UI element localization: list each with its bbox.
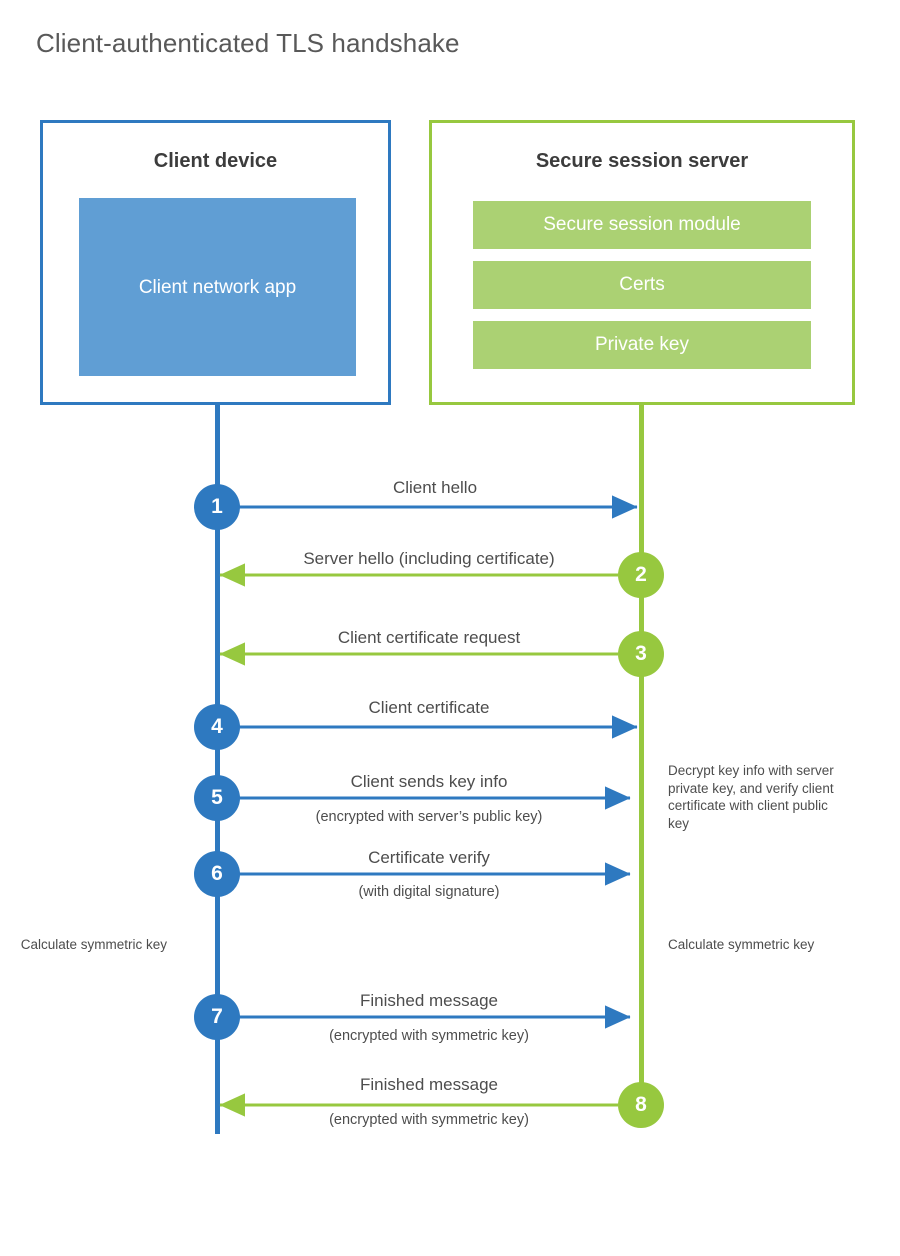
step-circle-7[interactable]: 7 (194, 994, 240, 1040)
server-module-list: Secure session module Certs Private key (473, 201, 811, 369)
message-label-4: Client certificate (368, 698, 490, 717)
step-circle-1[interactable]: 1 (194, 484, 240, 530)
message-label-2: Server hello (including certificate) (303, 549, 555, 568)
client-lifeline (215, 404, 220, 1134)
client-network-app-label: Client network app (138, 276, 297, 298)
secure-session-server-title: Secure session server (535, 150, 749, 172)
step-circle-6[interactable]: 6 (194, 851, 240, 897)
server-module-private-key: Private key (473, 321, 811, 369)
step-circle-4[interactable]: 4 (194, 704, 240, 750)
message-sublabel-5: (encrypted with server’s public key) (315, 809, 543, 825)
server-module-secure-session-module: Secure session module (473, 201, 811, 249)
note-server-decrypt: Decrypt key info with server private key… (668, 763, 834, 831)
message-label-1: Client hello (392, 478, 478, 497)
page-title: Client-authenticated TLS handshake (36, 28, 460, 58)
client-network-app-box: Client network app (79, 198, 356, 376)
client-device-title: Client device (153, 150, 278, 172)
client-device-box: Client device Client network app (40, 120, 391, 405)
message-label-7: Finished message (360, 991, 498, 1010)
note-client-calculate-symmetric-key: Calculate symmetric key (20, 937, 167, 952)
message-sublabel-7: (encrypted with symmetric key) (329, 1028, 529, 1044)
server-module-certs: Certs (473, 261, 811, 309)
message-label-5: Client sends key info (350, 772, 508, 791)
message-label-6: Certificate verify (368, 848, 490, 867)
message-label-3: Client certificate request (337, 628, 521, 647)
step-circle-3[interactable]: 3 (618, 631, 664, 677)
secure-session-server-box: Secure session server Secure session mod… (429, 120, 855, 405)
server-lifeline (639, 404, 644, 1106)
step-circle-2[interactable]: 2 (618, 552, 664, 598)
message-label-8: Finished message (360, 1075, 498, 1094)
step-circle-5[interactable]: 5 (194, 775, 240, 821)
note-server-calculate-symmetric-key: Calculate symmetric key (668, 937, 815, 952)
message-sublabel-6: (with digital signature) (358, 884, 500, 900)
message-sublabel-8: (encrypted with symmetric key) (329, 1112, 529, 1128)
step-circle-8[interactable]: 8 (618, 1082, 664, 1128)
